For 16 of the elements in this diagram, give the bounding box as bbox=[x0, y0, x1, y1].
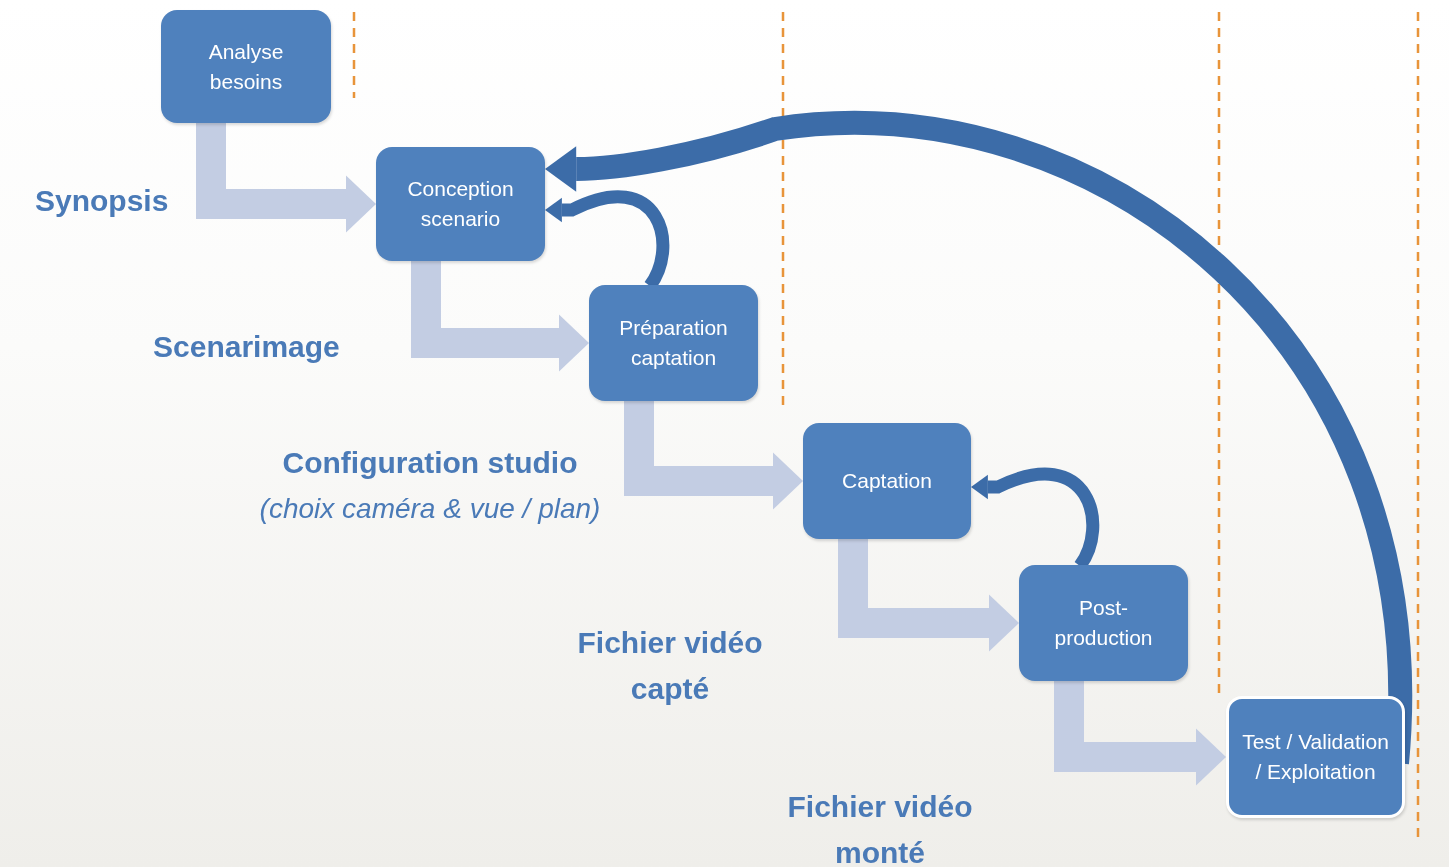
process-box: Préparation captation bbox=[589, 285, 758, 401]
arrow bbox=[1054, 681, 1226, 786]
arrow bbox=[411, 261, 589, 372]
edge-label: Scenarimage bbox=[153, 329, 340, 365]
process-box: Captation bbox=[803, 423, 971, 539]
process-box: Analyse besoins bbox=[161, 10, 331, 123]
arrow bbox=[624, 401, 803, 510]
process-box: Test / Validation / Exploitation bbox=[1226, 696, 1405, 818]
edge-label: Configuration studio (choix caméra & vue / plan) bbox=[258, 445, 602, 526]
process-box: Post-production bbox=[1019, 565, 1188, 681]
process-box: Conception scenario bbox=[376, 147, 545, 261]
edge-label: Synopsis bbox=[35, 183, 169, 219]
arrow bbox=[545, 111, 1412, 764]
arrow bbox=[196, 123, 376, 233]
edge-label: Fichier vidéo monté bbox=[786, 789, 974, 867]
edge-label: Fichier vidéo capté bbox=[576, 625, 764, 707]
